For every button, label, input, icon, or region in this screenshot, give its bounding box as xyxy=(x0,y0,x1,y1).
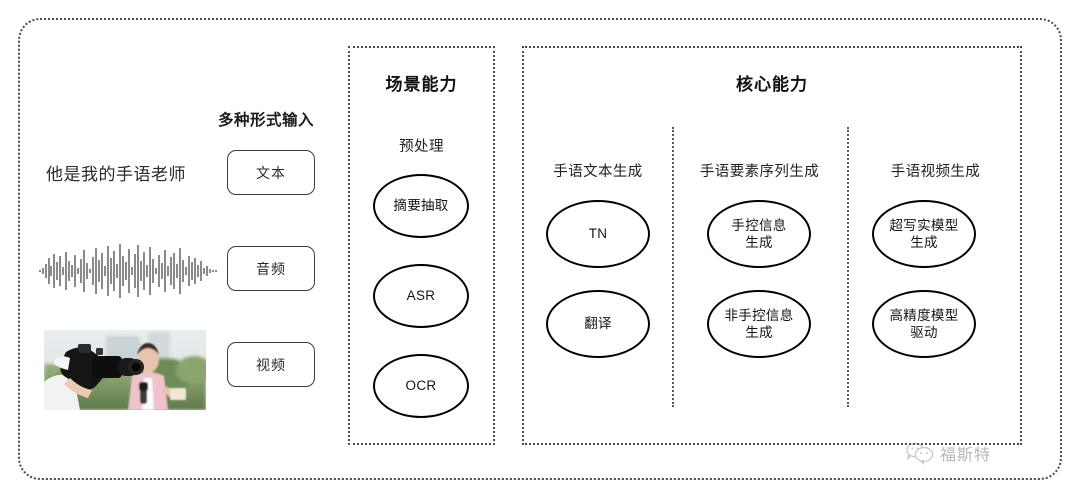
scene-capability-panel: 场景能力 预处理 摘要抽取 ASR OCR xyxy=(348,46,495,445)
reporter-camera-photo xyxy=(44,330,206,410)
audio-waveform xyxy=(38,242,220,300)
modality-button-text[interactable]: 文本 xyxy=(227,150,315,195)
scene-node-ocr[interactable]: OCR xyxy=(373,354,469,418)
core-node-translation[interactable]: 翻译 xyxy=(546,290,650,358)
modality-button-audio[interactable]: 音频 xyxy=(227,246,315,291)
core-column-3-label: 手语视频生成 xyxy=(890,164,981,180)
core-column-divider-1 xyxy=(672,127,674,407)
input-section-heading: 多种形式输入 xyxy=(218,112,315,129)
core-capability-panel: 核心能力 手语文本生成 TN 翻译 手语要素序列生成 手控信息生成 非手控信息生… xyxy=(522,46,1022,445)
core-column-1-label: 手语文本生成 xyxy=(553,164,643,180)
core-node-tn[interactable]: TN xyxy=(546,200,650,268)
watermark: 福斯特 xyxy=(905,441,991,465)
scene-node-summary-extraction[interactable]: 摘要抽取 xyxy=(373,174,469,238)
core-column-divider-2 xyxy=(847,127,849,407)
video-thumbnail xyxy=(44,330,206,410)
core-node-non-manual-info-generation[interactable]: 非手控信息生成 xyxy=(707,290,811,358)
scene-node-asr[interactable]: ASR xyxy=(373,264,469,328)
sample-input-text: 他是我的手语老师 xyxy=(46,165,186,184)
scene-capability-title: 场景能力 xyxy=(385,75,458,94)
modality-button-video[interactable]: 视频 xyxy=(227,342,315,387)
scene-group-label: 预处理 xyxy=(399,139,444,155)
core-node-high-precision-model-driving[interactable]: 高精度模型驱动 xyxy=(872,290,976,358)
watermark-text: 福斯特 xyxy=(940,447,992,464)
core-capability-title: 核心能力 xyxy=(736,75,808,94)
core-column-2-label: 手语要素序列生成 xyxy=(699,164,820,180)
wechat-icon xyxy=(906,442,934,465)
outer-dotted-frame xyxy=(18,18,1062,480)
waveform-icon xyxy=(39,244,217,298)
core-node-hyperrealistic-model-generation[interactable]: 超写实模型生成 xyxy=(872,200,976,268)
core-node-manual-info-generation[interactable]: 手控信息生成 xyxy=(707,200,811,268)
